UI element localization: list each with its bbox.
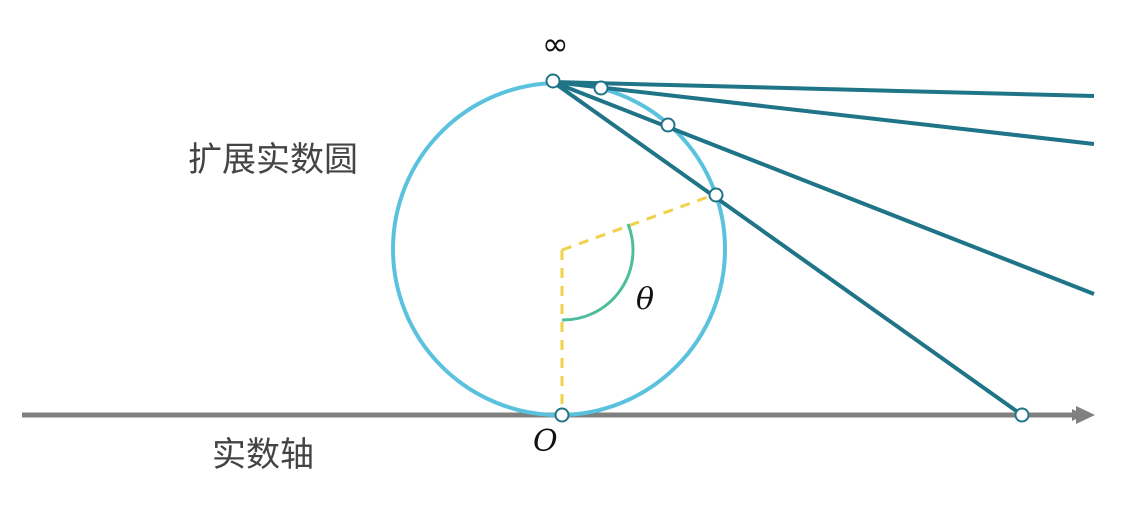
circle-title: 扩展实数圆 xyxy=(188,140,358,180)
extended-real-circle xyxy=(391,81,727,417)
projection-line-1 xyxy=(552,80,1095,98)
point-infinity xyxy=(545,73,561,89)
angle-arc xyxy=(561,223,635,322)
infinity-label: ∞ xyxy=(542,25,569,63)
projection-line-3 xyxy=(552,80,1095,296)
angle-label: θ xyxy=(636,282,654,317)
origin-label: O xyxy=(533,424,558,459)
projection-line-4 xyxy=(551,80,1024,417)
projection-line-2 xyxy=(552,80,1095,146)
radius-to-point xyxy=(561,192,717,252)
real-axis-arrowhead xyxy=(1076,406,1095,424)
axis-title: 实数轴 xyxy=(212,435,314,475)
point-circle-1 xyxy=(593,80,609,96)
point-origin xyxy=(554,407,570,423)
point-circle-2 xyxy=(660,117,676,133)
point-circle-3 xyxy=(708,187,724,203)
point-axis xyxy=(1014,407,1030,423)
